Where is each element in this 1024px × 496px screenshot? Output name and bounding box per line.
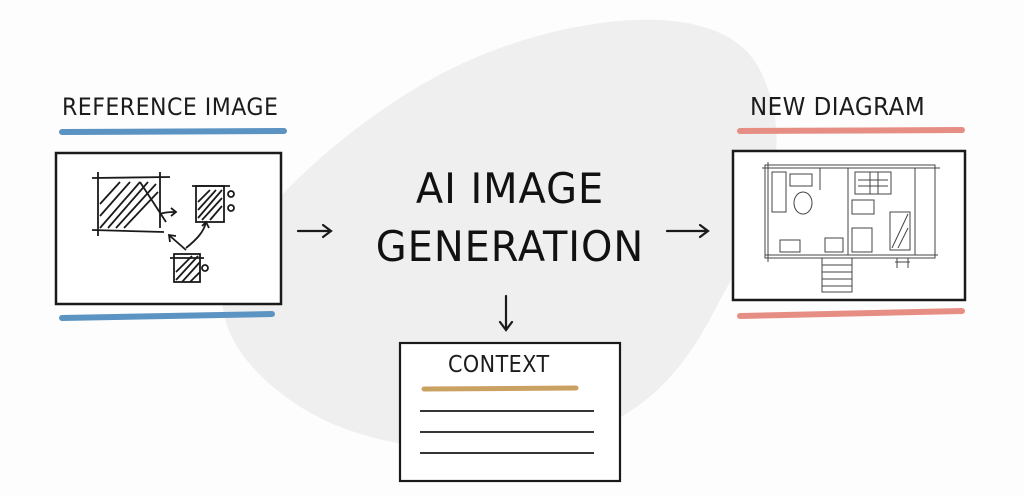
reference-image-label: REFERENCE IMAGE <box>62 93 279 121</box>
output-underline-top <box>737 127 965 134</box>
reference-underline-top <box>59 128 287 135</box>
new-diagram-label: NEW DIAGRAM <box>750 92 926 121</box>
arrow-to-generation <box>296 223 333 239</box>
output-underline-bottom <box>737 308 965 319</box>
context-box <box>398 341 622 483</box>
reference-image-frame <box>54 151 283 306</box>
new-diagram-frame <box>731 149 967 302</box>
arrow-to-context <box>498 294 514 332</box>
context-underline <box>421 385 579 392</box>
title-line-1: AI IMAGE <box>415 164 605 213</box>
ai-image-generation-title: AI IMAGE GENERATION <box>339 160 681 276</box>
reference-underline-bottom <box>59 311 275 321</box>
title-line-2: GENERATION <box>375 222 645 271</box>
context-label: CONTEXT <box>448 352 550 378</box>
arrow-to-new-diagram <box>665 223 710 239</box>
